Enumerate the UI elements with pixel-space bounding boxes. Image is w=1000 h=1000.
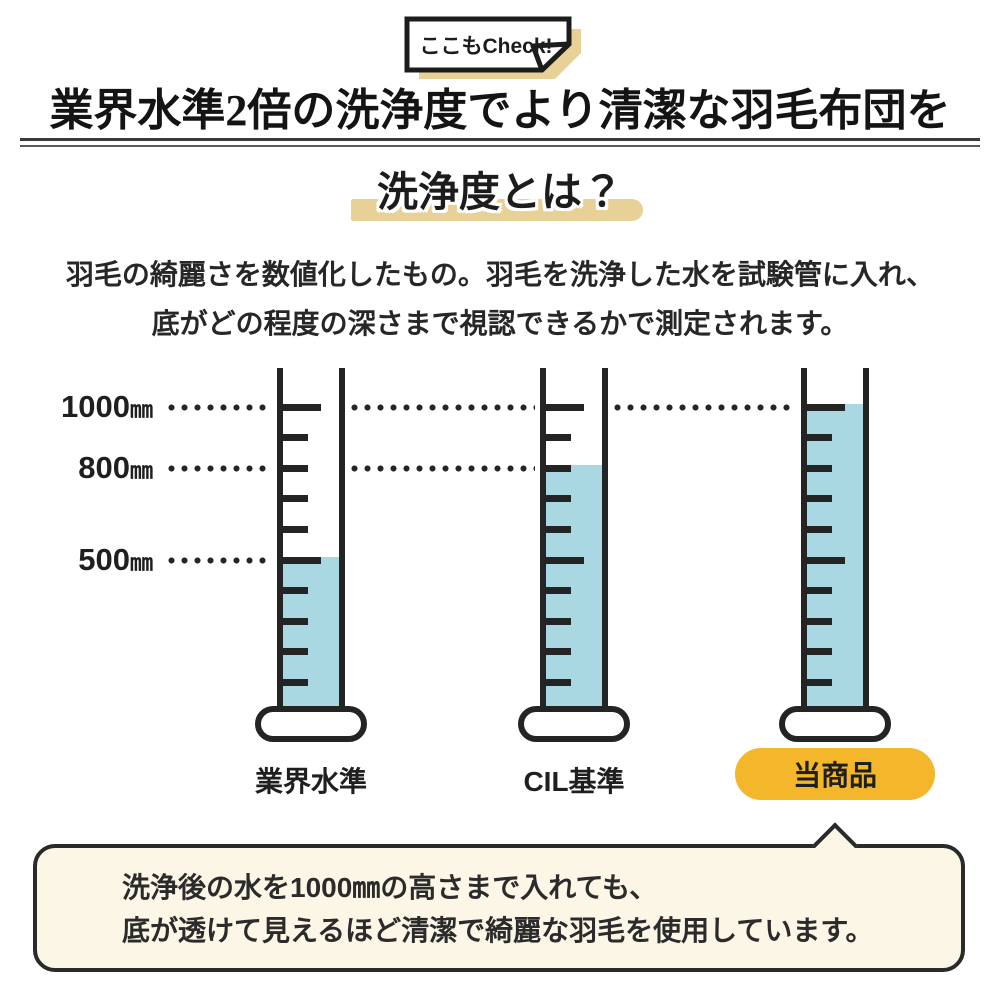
tick-mark-800mm — [807, 464, 832, 472]
tick-mark-100mm — [283, 678, 308, 686]
tick-mark-1000mm — [546, 403, 584, 411]
tick-mark-100mm — [546, 678, 571, 686]
category-label: 業界水準 — [254, 766, 368, 797]
dotted-gridline-800mm — [351, 465, 535, 473]
tick-mark-500mm — [283, 556, 321, 564]
category-label: CIL基準 — [523, 766, 625, 797]
axis-label-500mm: 500㎜ — [78, 542, 153, 577]
tick-mark-200mm — [283, 648, 308, 656]
axis-label-800mm: 800㎜ — [78, 450, 153, 486]
title-underline-top — [20, 138, 980, 141]
check-badge-shape: ここもCheck! — [404, 16, 581, 79]
description-line-2: 底がどの程度の深さまで視認できるかで測定されます。 — [151, 308, 849, 339]
section-subtitle: 洗浄度とは？ — [377, 169, 623, 215]
dotted-gridline-800mm — [168, 465, 272, 473]
tick-mark-200mm — [807, 648, 832, 656]
tick-mark-100mm — [807, 678, 832, 686]
dotted-gridline-500mm — [168, 557, 272, 564]
tick-mark-400mm — [807, 587, 832, 595]
tick-mark-500mm — [546, 556, 584, 564]
tick-mark-300mm — [546, 617, 571, 625]
dotted-gridline-1000mm — [614, 404, 796, 411]
water-fill — [283, 557, 339, 716]
tick-mark-600mm — [546, 525, 571, 533]
badge-fold-icon — [530, 41, 572, 73]
tick-mark-700mm — [807, 495, 832, 503]
cylinder-base-1 — [255, 706, 367, 742]
callout-box: 洗浄後の水を1000㎜の高さまで入れても、 底が透けて見えるほど清潔で綺麗な羽毛… — [33, 822, 965, 972]
tick-mark-400mm — [546, 587, 571, 595]
tick-mark-900mm — [283, 434, 308, 442]
tick-mark-300mm — [283, 617, 308, 625]
cylinder-base-2 — [518, 706, 630, 742]
category-label-highlight: 当商品 — [735, 748, 935, 800]
description-line-1: 羽毛の綺麗さを数値化したもの。羽毛を洗浄した水を試験管に入れ、 — [65, 259, 935, 290]
tick-mark-900mm — [807, 434, 832, 442]
check-badge-label: ここもCheck! — [419, 35, 552, 58]
tick-mark-300mm — [807, 617, 832, 625]
description-text: 羽毛の綺麗さを数値化したもの。羽毛を洗浄した水を試験管に入れ、 底がどの程度の深… — [0, 250, 1000, 348]
dotted-gridline-1000mm — [351, 404, 535, 411]
tick-mark-600mm — [807, 525, 832, 533]
tick-mark-800mm — [283, 464, 308, 472]
tick-mark-200mm — [546, 648, 571, 656]
tick-mark-800mm — [546, 464, 571, 472]
cylinder-tube-3 — [801, 368, 869, 716]
axis-unit: ㎜ — [130, 549, 153, 575]
tick-mark-1000mm — [807, 403, 845, 411]
callout-line-2: 底が透けて見えるほど清潔で綺麗な羽毛を使用しています。 — [122, 915, 874, 946]
tick-mark-1000mm — [283, 403, 321, 411]
axis-label-1000mm: 1000㎜ — [61, 389, 153, 424]
cylinder-base-3 — [779, 706, 891, 742]
cylinder-tube-1 — [277, 368, 345, 716]
check-badge: ここもCheck! — [403, 16, 597, 82]
subtitle-section: 洗浄度とは？ — [0, 163, 1000, 221]
cylinder-tube-2 — [540, 368, 608, 716]
callout-line-1: 洗浄後の水を1000㎜の高さまで入れても、 — [122, 872, 658, 903]
subtitle-marker-highlight — [351, 199, 643, 221]
tick-mark-400mm — [283, 587, 308, 595]
axis-unit: ㎜ — [130, 457, 153, 484]
tick-mark-900mm — [546, 434, 571, 442]
tick-mark-500mm — [807, 556, 845, 564]
axis-unit: ㎜ — [130, 396, 153, 422]
tick-mark-700mm — [283, 495, 308, 503]
dotted-gridline-1000mm — [168, 404, 272, 411]
page-title: 業界水準2倍の洗浄度でより清潔な羽毛布団を — [49, 86, 951, 135]
tick-mark-600mm — [283, 525, 308, 533]
title-underline-bottom — [20, 145, 980, 147]
tick-mark-700mm — [546, 495, 571, 503]
